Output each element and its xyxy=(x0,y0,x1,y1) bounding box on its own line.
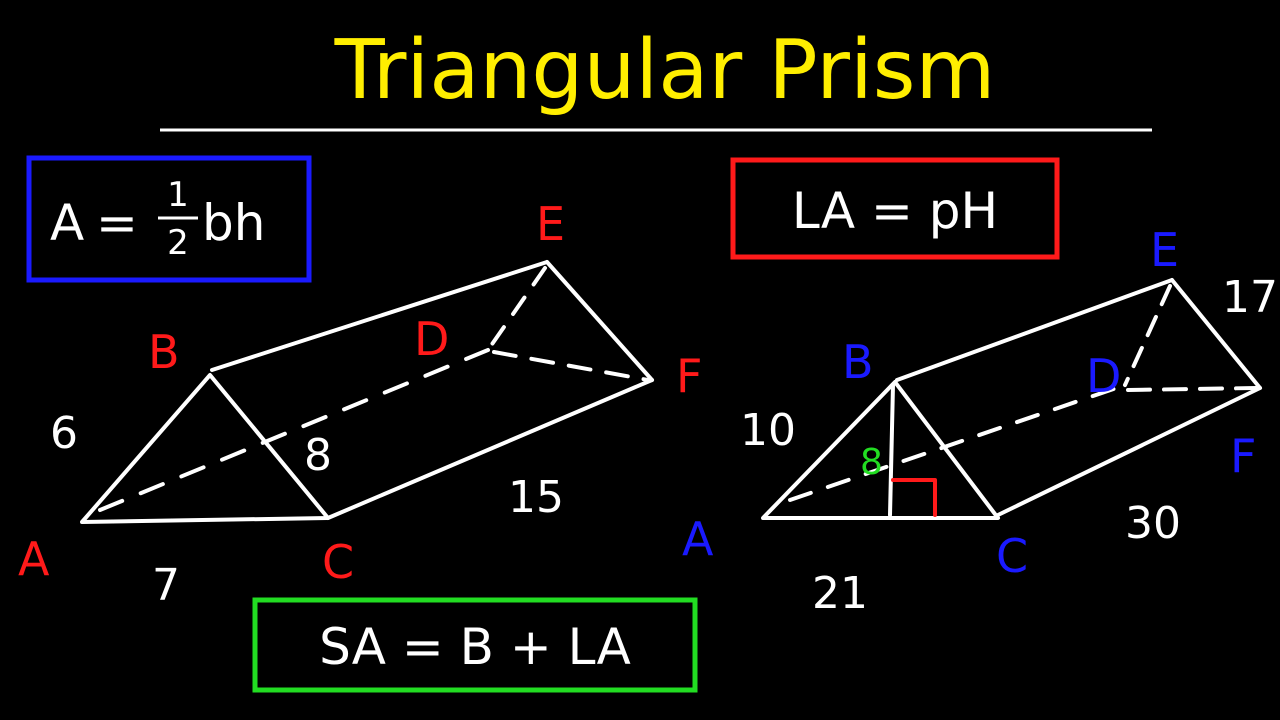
right-prism xyxy=(761,278,1262,520)
lateral-area-formula-text: LA = pH xyxy=(792,182,998,240)
right-vertex-e: E xyxy=(1150,223,1179,277)
surface-area-formula-box xyxy=(252,597,698,693)
left-prism xyxy=(80,260,654,524)
left-vertex-c: C xyxy=(322,535,354,589)
right-measure-height: 8 xyxy=(860,442,883,483)
right-prism-height xyxy=(888,383,895,517)
left-measure-length: 15 xyxy=(508,472,564,523)
right-vertex-a: A xyxy=(682,512,714,566)
left-vertex-e: E xyxy=(536,197,565,251)
left-vertex-d: D xyxy=(414,312,449,366)
right-prism-labels: A B C D E F 10 8 21 30 17 xyxy=(682,223,1278,619)
area-formula-numerator: 1 xyxy=(167,175,189,215)
surface-area-formula-text: SA = B + LA xyxy=(319,618,631,676)
left-prism-edge-be xyxy=(210,260,549,372)
left-prism-labels: A B C D E F 6 8 7 15 xyxy=(18,197,702,611)
right-prism-hidden-ad xyxy=(788,383,1127,502)
left-vertex-f: F xyxy=(676,349,702,403)
right-prism-edge-ef xyxy=(1170,278,1262,390)
right-measure-side: 10 xyxy=(740,405,796,456)
area-formula: A = 1 2 bh xyxy=(26,155,312,283)
right-prism-edge-cf xyxy=(996,386,1262,517)
left-prism-edge-cf xyxy=(326,378,654,520)
right-prism-front-triangle xyxy=(761,380,1000,520)
lateral-area-formula-box xyxy=(730,157,1060,260)
right-vertex-c: C xyxy=(996,529,1028,583)
page-title: Triangular Prism xyxy=(334,23,996,118)
lateral-area-formula: LA = pH xyxy=(730,157,1060,260)
right-vertex-b: B xyxy=(842,335,874,389)
right-vertex-f: F xyxy=(1230,429,1256,483)
right-prism-hidden-df xyxy=(1126,386,1258,392)
area-formula-rhs: bh xyxy=(202,194,265,252)
left-prism-hidden-df xyxy=(492,350,650,382)
right-prism-edge-be xyxy=(895,278,1174,382)
left-prism-hidden-ed xyxy=(486,266,547,352)
right-vertex-d: D xyxy=(1086,349,1121,403)
left-measure-height: 8 xyxy=(304,430,332,481)
right-prism-hidden-ed xyxy=(1123,284,1172,387)
left-measure-side: 6 xyxy=(50,408,78,459)
area-formula-box xyxy=(26,155,312,283)
right-measure-base: 21 xyxy=(812,568,868,619)
area-formula-lhs: A xyxy=(50,194,84,252)
left-prism-hidden-ad xyxy=(98,348,490,512)
left-prism-edge-ef xyxy=(545,260,654,382)
left-vertex-b: B xyxy=(148,325,180,379)
right-measure-edge: 17 xyxy=(1222,272,1278,323)
area-formula-denominator: 2 xyxy=(167,223,189,263)
surface-area-formula: SA = B + LA xyxy=(252,597,698,693)
left-prism-front-triangle xyxy=(80,373,330,524)
right-measure-length: 30 xyxy=(1125,498,1181,549)
right-prism-right-angle xyxy=(891,478,937,517)
left-measure-base: 7 xyxy=(152,560,180,611)
area-formula-equals: = xyxy=(96,194,138,252)
left-vertex-a: A xyxy=(18,532,50,586)
